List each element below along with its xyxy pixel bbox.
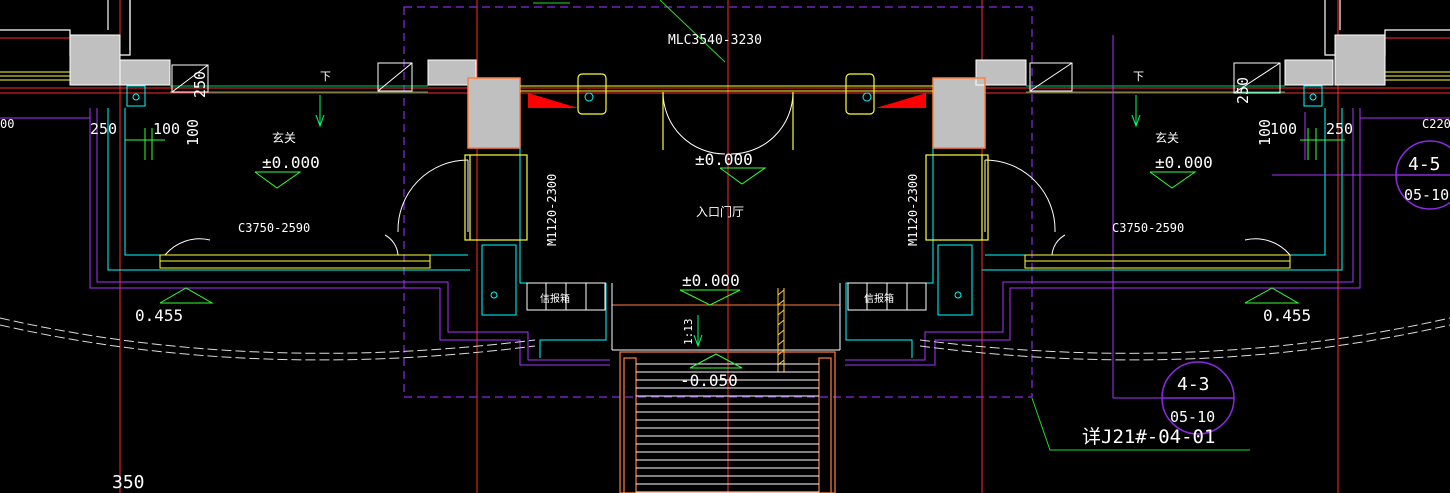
site-curves	[0, 317, 1450, 361]
room-walls	[107, 108, 1343, 358]
shaft-r1	[1029, 62, 1073, 92]
left-door-frame	[464, 154, 528, 241]
detail-reference: 详J21#-04-01	[1082, 426, 1215, 448]
right-window-tag: C3750-2590	[1112, 221, 1184, 235]
dimension-ticks	[125, 128, 1345, 160]
hall-door-arc-left	[662, 91, 726, 155]
door-frames	[464, 92, 989, 241]
window-jambs	[577, 73, 875, 115]
wall-fills	[69, 34, 1386, 149]
right-room-outer	[982, 108, 1343, 271]
left-room-outer	[107, 108, 470, 271]
dim-250v-left: 250	[191, 71, 209, 98]
wall-fill-hall-r	[932, 77, 986, 149]
porch	[611, 283, 841, 351]
dim-100-right: 100	[1270, 120, 1297, 138]
wall-fill-hall-l	[467, 77, 521, 149]
left-room-name: 玄关	[272, 130, 296, 145]
stair-treads	[636, 363, 819, 493]
column-outlines	[467, 77, 986, 149]
callout-tr-bottom: 05-10	[1404, 186, 1449, 204]
cyan-pipes	[126, 85, 1323, 299]
shafts	[171, 62, 1281, 94]
arrow-down-markers	[315, 95, 1141, 348]
right-door-frame	[925, 154, 989, 241]
red-wedges	[528, 93, 926, 108]
callouts	[1161, 140, 1450, 435]
down-label-right: 下	[1133, 70, 1144, 83]
purple-outlines	[0, 35, 1450, 399]
hall-name: 入口门厅	[696, 204, 744, 219]
wall-fill-l1	[69, 34, 121, 86]
dim-250-left: 250	[90, 120, 117, 138]
column-r	[932, 77, 986, 149]
hall-door-arc-right	[730, 91, 794, 155]
hall-boundary	[403, 6, 1033, 398]
left-strip-window	[0, 71, 70, 81]
shaft-l1	[171, 64, 209, 93]
hall-right-wall	[845, 148, 934, 358]
mailbox-label-right: 信报箱	[864, 292, 894, 305]
step-elevation: -0.050	[680, 371, 738, 390]
hall-dashed-rect	[403, 6, 1033, 398]
shaft-l2	[377, 62, 413, 92]
slope-ratio: 1:13	[682, 319, 695, 346]
elevation-markers	[159, 167, 1300, 369]
shaft-r2	[1233, 62, 1281, 94]
left-door-tag: M1120-2300	[545, 174, 559, 246]
dim-250-right: 250	[1326, 120, 1353, 138]
right-room-name: 玄关	[1155, 130, 1179, 145]
edge-tag-right: C220	[1422, 117, 1450, 131]
leaders	[533, 0, 1250, 451]
right-door-tag: M1120-2300	[906, 174, 920, 246]
right-room-elevation: ±0.000	[1155, 153, 1213, 172]
dim-100-left: 100	[153, 120, 180, 138]
hall-elevation: ±0.000	[695, 150, 753, 169]
right-door-arc	[984, 159, 1056, 233]
hall-left-wall	[519, 148, 607, 358]
callout-br-bottom: 05-10	[1170, 408, 1215, 426]
dim-bottom-350: 350	[112, 472, 145, 493]
hall-top-window	[520, 85, 933, 92]
right-room-top-window	[1026, 85, 1285, 93]
dim-100v-right: 100	[1256, 119, 1274, 146]
callout-tr-top: 4-5	[1408, 154, 1441, 175]
red-wedge-left	[528, 93, 578, 108]
dim-100v-left: 100	[184, 119, 202, 146]
wall-fill-l2	[119, 59, 171, 86]
right-niche	[937, 244, 973, 316]
dim-250v-right: 250	[1234, 77, 1252, 104]
down-label-left: 下	[320, 70, 331, 83]
right-outdoor-elevation: 0.455	[1263, 306, 1311, 325]
wall-fill-r1	[1334, 34, 1386, 86]
mailboxes	[526, 282, 927, 311]
red-wedge-right	[876, 93, 926, 108]
porch-elevation: ±0.000	[682, 271, 740, 290]
left-window-tag: C3750-2590	[238, 221, 310, 235]
front-windows	[159, 254, 1291, 269]
outer-walls	[0, 0, 1450, 56]
doors	[164, 91, 1291, 256]
slope-hatch	[777, 288, 785, 372]
left-room-elevation: ±0.000	[262, 153, 320, 172]
labels: MLC3540-3230 玄关 玄关 ±0.000 ±0.000 ±0.000 …	[0, 33, 1450, 493]
left-niche	[481, 244, 517, 316]
callout-br-top: 4-3	[1177, 374, 1210, 395]
left-outdoor-elevation: 0.455	[135, 306, 183, 325]
wall-fill-r2	[1284, 59, 1334, 86]
right-strip-window	[1385, 71, 1450, 81]
windows	[0, 71, 1450, 93]
column-l	[467, 77, 521, 149]
left-room-top-window	[170, 85, 428, 93]
dim-edge-left: 00	[0, 117, 14, 131]
top-window-tag: MLC3540-3230	[668, 33, 762, 48]
mailbox-label-left: 信报箱	[540, 292, 570, 305]
wall-fill-r3	[975, 59, 1027, 86]
left-door-arc	[397, 159, 469, 233]
